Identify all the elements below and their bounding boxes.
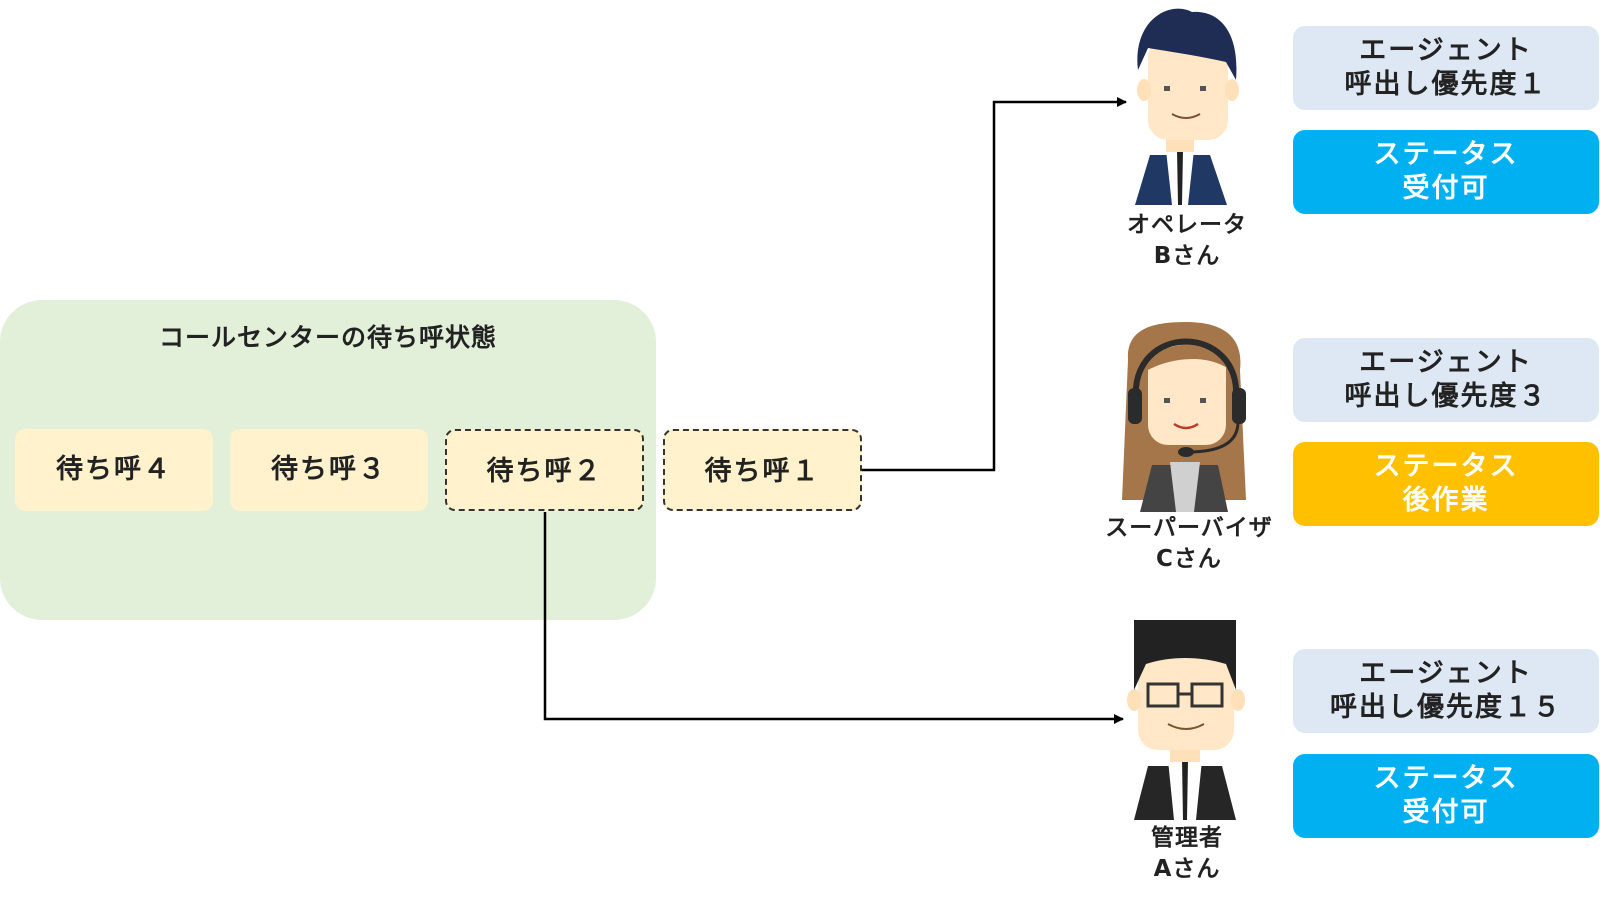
waiting-call-2: 待ち呼２ (445, 429, 644, 511)
priority-heading: エージェント (1359, 35, 1533, 66)
queue-title: コールセンターの待ち呼状態 (158, 323, 497, 352)
operator-name: オペレータ (1127, 212, 1247, 238)
supervisor-name: スーパーバイザ (1105, 515, 1273, 541)
operator-priority-box: エージェント 呼出し優先度１ (1293, 26, 1599, 110)
status-value: 後作業 (1402, 485, 1490, 516)
status-value: 受付可 (1402, 797, 1490, 828)
status-heading: ステータス (1373, 139, 1519, 170)
priority-value: 呼出し優先度３ (1344, 381, 1548, 412)
operator-status-box: ステータス 受付可 (1293, 130, 1599, 214)
operator-label: オペレータ Bさん (1097, 210, 1277, 272)
manager-name: 管理者 (1151, 825, 1223, 851)
manager-label: 管理者 Aさん (1097, 823, 1277, 885)
waiting-call-1: 待ち呼１ (663, 429, 862, 511)
priority-heading: エージェント (1359, 347, 1533, 378)
status-heading: ステータス (1373, 763, 1519, 794)
manager-priority-box: エージェント 呼出し優先度１５ (1293, 649, 1599, 733)
waiting-call-3: 待ち呼３ (230, 429, 428, 511)
status-value: 受付可 (1402, 173, 1490, 204)
waiting-call-4: 待ち呼４ (15, 429, 213, 511)
priority-heading: エージェント (1359, 658, 1533, 689)
arrow-call2-to-manager (543, 512, 1124, 724)
priority-value: 呼出し優先度１５ (1330, 692, 1562, 723)
status-heading: ステータス (1373, 451, 1519, 482)
supervisor-label: スーパーバイザ Cさん (1098, 513, 1280, 575)
supervisor-status-box: ステータス 後作業 (1293, 442, 1599, 526)
supervisor-honorific: Cさん (1156, 546, 1222, 572)
arrow-call1-to-operator (862, 97, 1127, 472)
supervisor-priority-box: エージェント 呼出し優先度３ (1293, 338, 1599, 422)
operator-honorific: Bさん (1153, 243, 1221, 269)
priority-value: 呼出し優先度１ (1344, 69, 1548, 100)
manager-status-box: ステータス 受付可 (1293, 754, 1599, 838)
manager-honorific: Aさん (1153, 856, 1221, 882)
